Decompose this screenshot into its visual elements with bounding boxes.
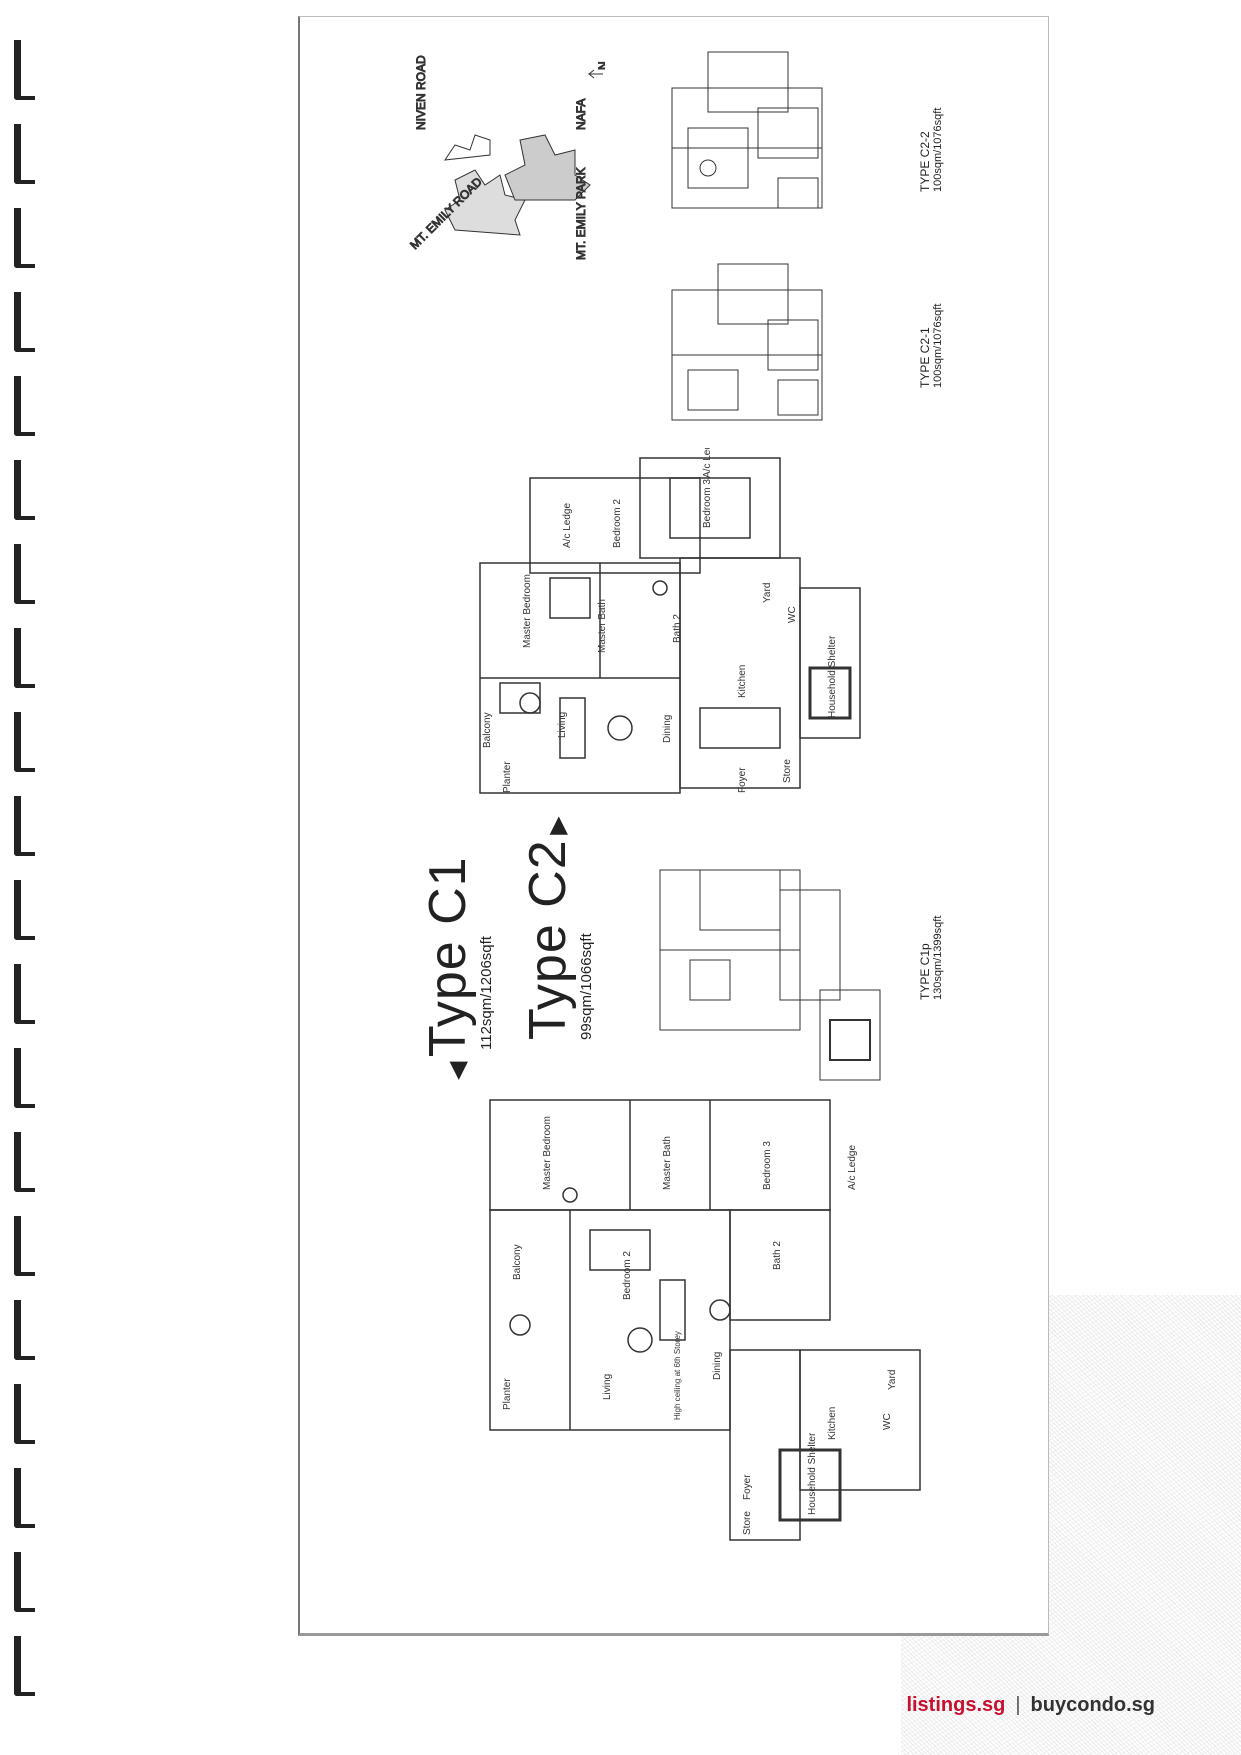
c1-balcony-label: Balcony bbox=[512, 1244, 523, 1280]
c2-master-bath-label: Master Bath bbox=[597, 599, 608, 653]
right-triangle-icon: ▶ bbox=[544, 816, 571, 835]
thumb-plan-c2-2 bbox=[671, 51, 823, 209]
c2-ac-ledge-top-label: A/c Ledge bbox=[702, 448, 713, 478]
footer-watermark: listings.sg | buycondo.sg bbox=[906, 1694, 1155, 1717]
type-c2-size: 99sqm/1066sqft bbox=[578, 933, 595, 1040]
c2-kitchen-label: Kitchen bbox=[737, 665, 748, 698]
c2-master-bedroom-label: Master Bedroom bbox=[522, 574, 533, 648]
floor-plan-type-c2: Master Bedroom Master Bath Bedroom 2 Bed… bbox=[479, 448, 861, 794]
niven-road-label: NIVEN ROAD bbox=[414, 55, 428, 130]
thumb-c1p-caption: TYPE C1p 130sqm/1399sqft bbox=[918, 916, 944, 1000]
thumb-plan-c2-1 bbox=[671, 263, 823, 421]
c2-wc-label: WC bbox=[787, 606, 798, 623]
north-arrow-icon bbox=[587, 69, 603, 79]
c1-yard-label: Yard bbox=[887, 1370, 898, 1390]
headline-type-c1-block: ◀ Type C1 112sqm/1206sqft bbox=[418, 856, 495, 1080]
type-c1-title: Type C1 bbox=[419, 856, 477, 1058]
c2-shelter-label: Household Shelter bbox=[827, 635, 838, 718]
c1-kitchen-label: Kitchen bbox=[827, 1407, 838, 1440]
thumb-c2-1-name: TYPE C2-1 bbox=[918, 327, 932, 388]
c1-master-bedroom-label: Master Bedroom bbox=[542, 1116, 553, 1190]
floor-plan-type-c1: Master Bedroom Master Bath Bedroom 3 A/c… bbox=[489, 1099, 921, 1541]
site-map: MT. EMILY ROAD MT. EMILY PARK NAFA NIVEN… bbox=[407, 54, 605, 260]
thumb-c2-2-size: 100sqm/1076sqft bbox=[932, 107, 944, 192]
headline-type-c2-block: Type C2 ▶ 99sqm/1066sqft bbox=[518, 816, 595, 1040]
c1-wc-label: WC bbox=[882, 1413, 893, 1430]
thumb-c1p-size: 130sqm/1399sqft bbox=[932, 915, 944, 1000]
c1-master-bath-label: Master Bath bbox=[662, 1136, 673, 1190]
listings-link[interactable]: listings.sg bbox=[906, 1694, 1006, 1716]
c2-dining-label: Dining bbox=[662, 715, 673, 743]
c2-bedroom2-label: Bedroom 2 bbox=[612, 499, 623, 548]
thumb-c2-1-caption: TYPE C2-1 100sqm/1076sqft bbox=[918, 304, 944, 388]
c2-bedroom3-label: Bedroom 3 bbox=[702, 479, 713, 528]
c1-planter-label: Planter bbox=[502, 1378, 513, 1410]
c2-foyer-label: Foyer bbox=[737, 767, 748, 793]
c1-dining-label: Dining bbox=[712, 1352, 723, 1380]
thumb-c2-2-name: TYPE C2-2 bbox=[918, 131, 932, 192]
c1-foyer-label: Foyer bbox=[742, 1474, 753, 1500]
type-c2-title: Type C2 bbox=[519, 839, 577, 1040]
c1-store-label: Store bbox=[742, 1511, 753, 1535]
c1-bath2-label: Bath 2 bbox=[772, 1241, 783, 1270]
thumb-plan-c1p bbox=[659, 869, 881, 1081]
footer-separator: | bbox=[1015, 1694, 1021, 1716]
left-triangle-icon: ◀ bbox=[444, 1061, 471, 1080]
c2-balcony-label: Balcony bbox=[482, 712, 493, 748]
north-label: N bbox=[596, 61, 605, 70]
c1-bedroom3-label: Bedroom 3 bbox=[762, 1141, 773, 1190]
buycondo-link[interactable]: buycondo.sg bbox=[1030, 1694, 1155, 1716]
brochure-sheet bbox=[298, 16, 1049, 1636]
type-c1-size: 112sqm/1206sqft bbox=[478, 936, 495, 1050]
c2-planter-label: Planter bbox=[502, 761, 513, 793]
c1-shelter-label: Household Shelter bbox=[807, 1432, 818, 1515]
nafa-label: NAFA bbox=[574, 99, 588, 130]
mt-emily-park-label: MT. EMILY PARK bbox=[574, 167, 588, 260]
c1-ac-ledge-label: A/c Ledge bbox=[847, 1145, 858, 1190]
thumb-c2-1-size: 100sqm/1076sqft bbox=[932, 303, 944, 388]
thumb-c1p-name: TYPE C1p bbox=[918, 943, 932, 1000]
binder-rings bbox=[14, 40, 44, 1710]
c2-bath2-label: Bath 2 bbox=[672, 614, 683, 643]
c2-living-label: Living bbox=[557, 712, 568, 738]
c1-high-ceiling-label: High ceiling at 6th Storey bbox=[673, 1331, 682, 1420]
thumb-c2-2-caption: TYPE C2-2 100sqm/1076sqft bbox=[918, 108, 944, 192]
c1-living-label: Living bbox=[602, 1374, 613, 1400]
c1-bedroom2-label: Bedroom 2 bbox=[622, 1251, 633, 1300]
c2-ac-ledge-label: A/c Ledge bbox=[562, 503, 573, 548]
c2-yard-label: Yard bbox=[762, 583, 773, 603]
c2-store-label: Store bbox=[782, 759, 793, 783]
